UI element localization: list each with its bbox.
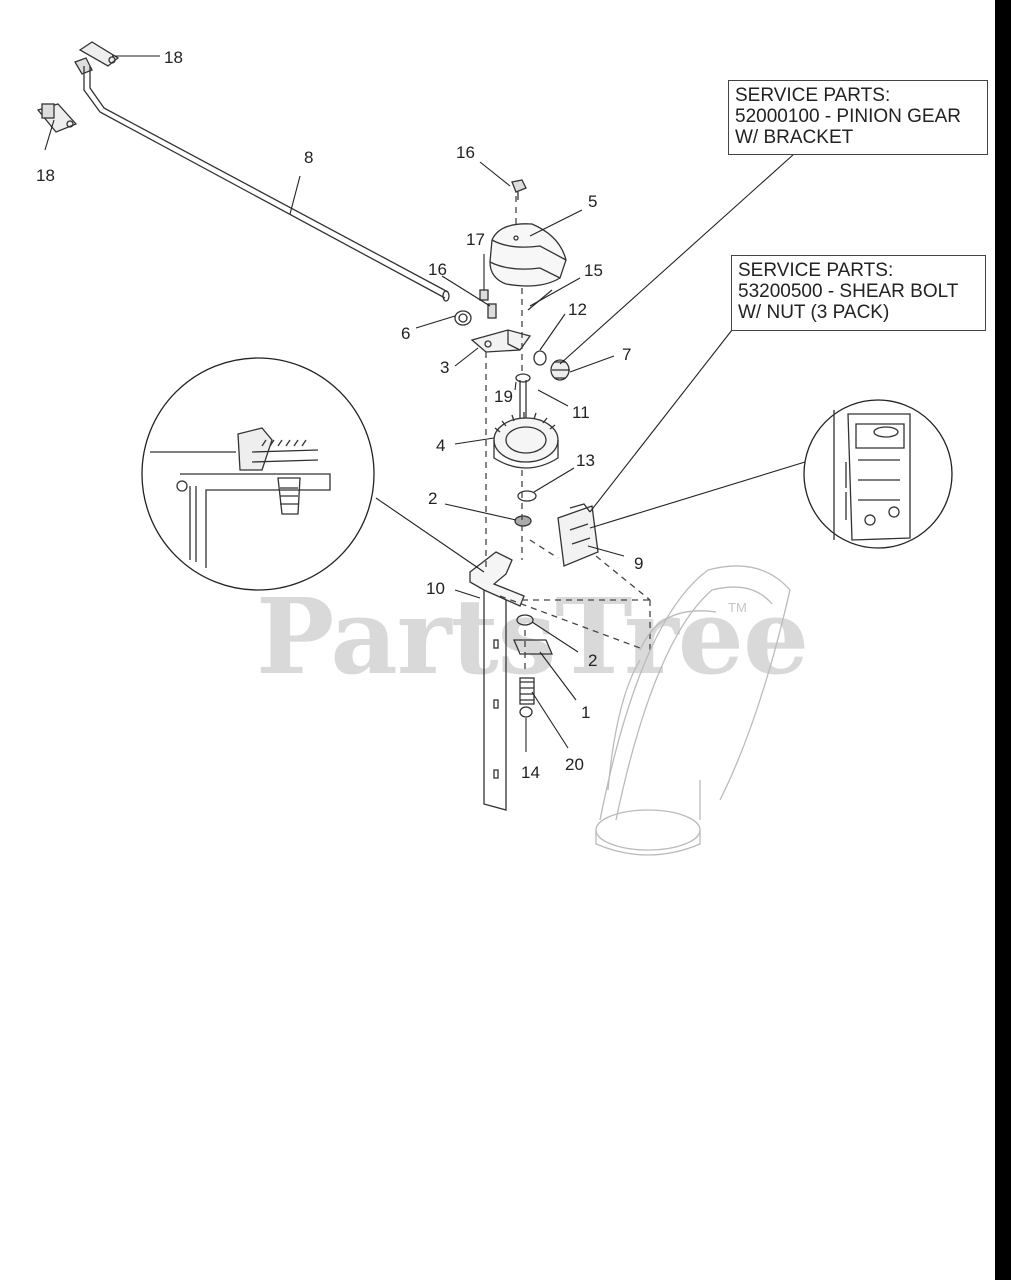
label-9: 9: [634, 554, 643, 573]
label-13: 13: [576, 451, 595, 470]
callout-shear-line-2: 53200500 - SHEAR BOLT: [738, 281, 959, 302]
part-8-crank-rod: [83, 66, 450, 302]
part-4-ring-gear: [493, 412, 559, 469]
label-19: 19: [494, 387, 513, 406]
label-10: 10: [426, 579, 445, 598]
label-7: 7: [622, 345, 631, 364]
part-2-washer-upper: [514, 515, 532, 527]
detail-view-right: [803, 399, 953, 549]
label-14: 14: [521, 763, 540, 782]
label-1: 1: [581, 703, 590, 722]
callout-shear-bolt: SERVICE PARTS: 53200500 - SHEAR BOLT W/ …: [731, 255, 986, 331]
label-16-mid: 16: [428, 260, 447, 279]
label-8: 8: [304, 148, 313, 167]
label-6: 6: [401, 324, 410, 343]
leader-lines: [44, 55, 806, 752]
part-20-spring: [519, 677, 535, 705]
label-18-top: 18: [164, 48, 183, 67]
label-5: 5: [588, 192, 597, 211]
part-14-nut: [519, 706, 533, 718]
part-18-clip-left: [36, 103, 78, 133]
trademark-mark: TM: [728, 600, 747, 615]
part-16-screw-top: [511, 179, 527, 200]
label-3: 3: [440, 358, 449, 377]
detail-view-left: [141, 357, 375, 591]
chute-outline: [595, 565, 791, 856]
part-5-cap: [489, 223, 567, 287]
label-11: 11: [572, 403, 590, 422]
label-18-left: 18: [36, 166, 55, 185]
callout-shear-line-3: W/ NUT (3 PACK): [738, 302, 890, 323]
part-17-screw: [479, 289, 489, 301]
part-10-bracket: [469, 551, 525, 811]
label-4: 4: [436, 436, 445, 455]
part-1-plate: [513, 639, 553, 655]
callout-pinion-gear: SERVICE PARTS: 52000100 - PINION GEAR W/…: [728, 80, 988, 155]
assembly-lines: [485, 196, 651, 674]
part-6-bushing: [454, 310, 472, 326]
part-11-bolt: [515, 373, 531, 422]
label-2-lower: 2: [588, 651, 597, 670]
label-15: 15: [584, 261, 603, 280]
callout-pinion-line-3: W/ BRACKET: [735, 127, 854, 148]
part-12-washer: [533, 350, 547, 366]
page-edge-bar: [995, 0, 1011, 1280]
part-7-pinion-gear: [550, 359, 570, 381]
label-16-top: 16: [456, 143, 475, 162]
part-labels: 18 18 8 16 5 17 16 15 6 12 3 7 19 11 4 1…: [36, 48, 643, 782]
label-20: 20: [565, 755, 584, 774]
callout-shear-line-1: SERVICE PARTS:: [738, 260, 894, 281]
part-13-washer: [517, 490, 537, 502]
label-17: 17: [466, 230, 485, 249]
part-2-washer-lower: [516, 614, 534, 626]
label-2-upper: 2: [428, 489, 437, 508]
part-9-shear-block: [557, 503, 599, 567]
callout-pinion-line-1: SERVICE PARTS:: [735, 85, 891, 106]
callout-pinion-line-2: 52000100 - PINION GEAR: [735, 106, 961, 127]
part-16-screw-mid: [487, 303, 497, 319]
label-12: 12: [568, 300, 587, 319]
part-18-clip-top: [74, 41, 120, 75]
part-3-bracket: [470, 329, 532, 353]
